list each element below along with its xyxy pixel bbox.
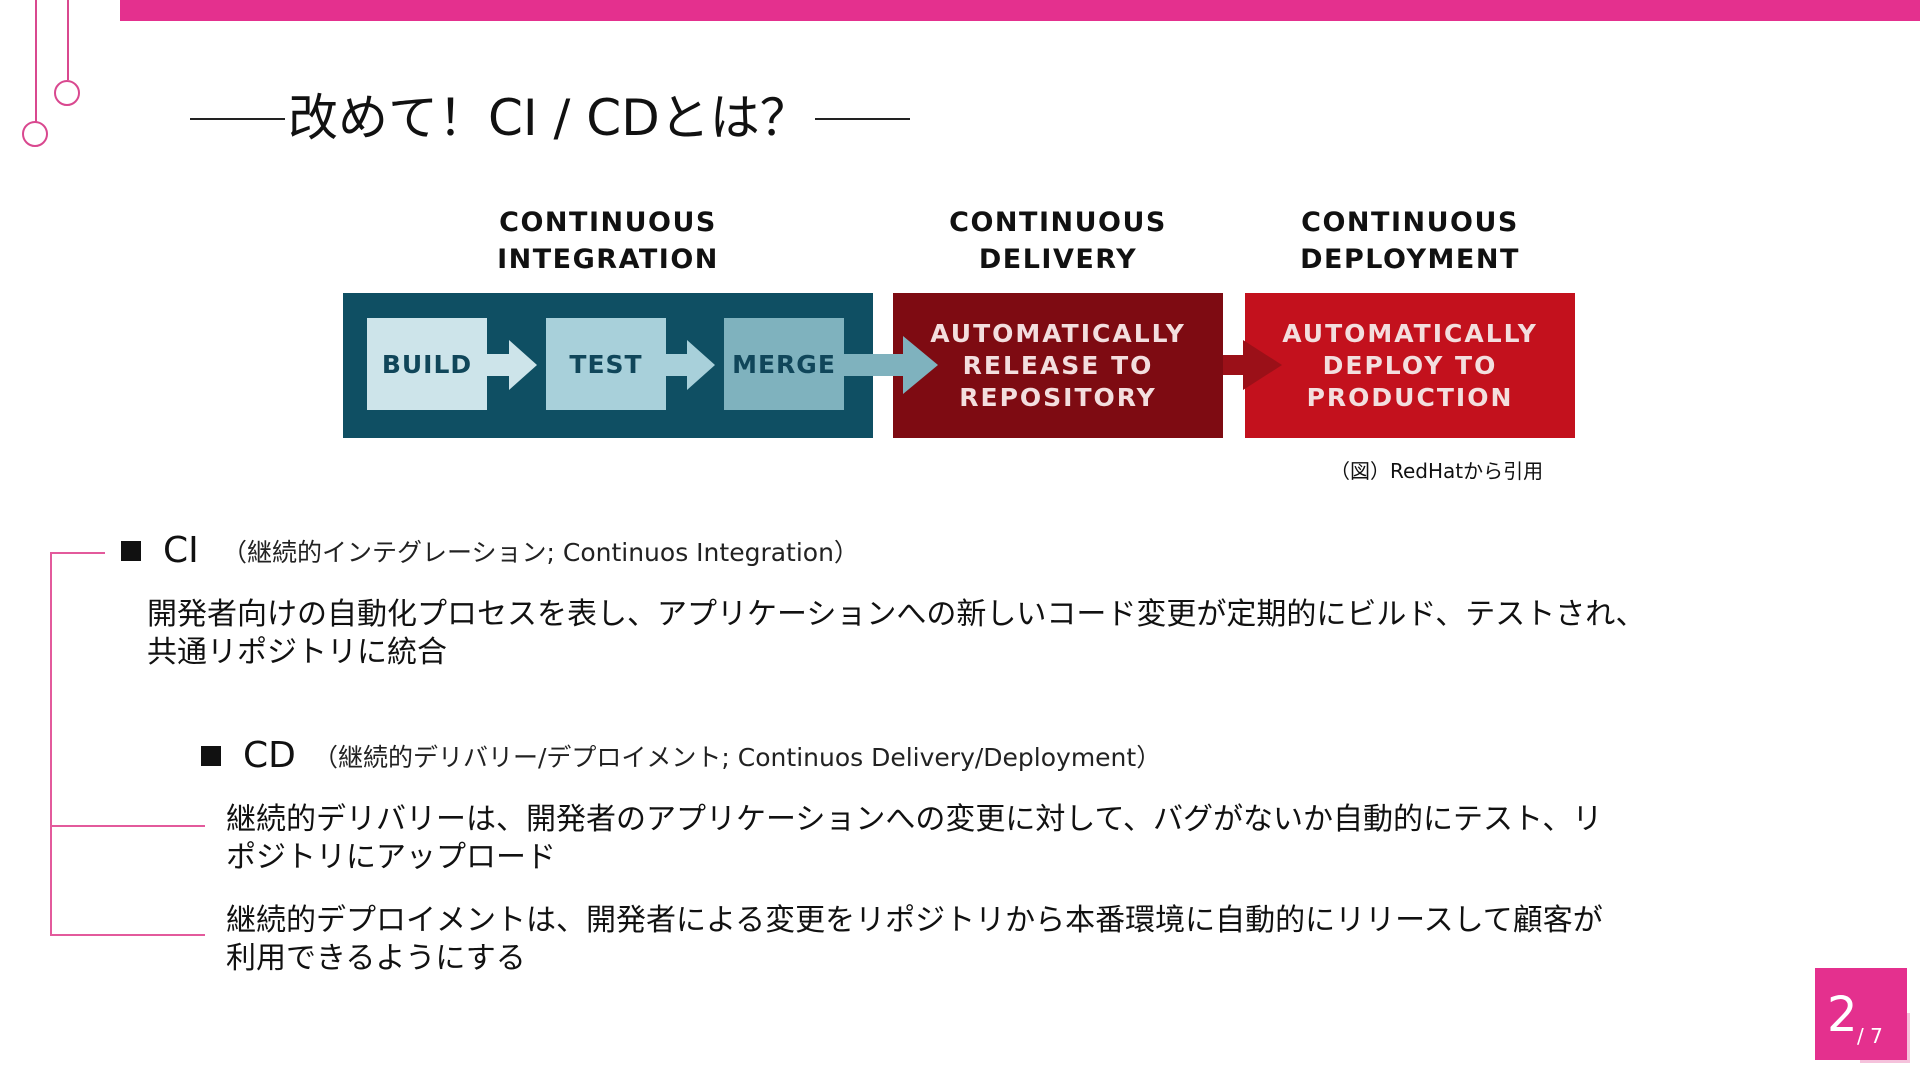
arrow-merge-to-delivery-icon (843, 336, 938, 394)
bracket-delivery (50, 825, 205, 827)
cd-deployment-line1: 継続的デプロイメントは、開発者による変更をリポジトリから本番環境に自動的にリリー… (226, 903, 1603, 938)
ci-label: CI (163, 530, 199, 571)
merge-step: MERGE (724, 318, 844, 410)
ci-bullet (121, 541, 141, 561)
cd-subtitle: （継続的デリバリー/デプロイメント; Continuos Delivery/De… (313, 743, 1162, 772)
figure-credit: （図）RedHatから引用 (1330, 459, 1544, 483)
page-current: 2 (1827, 987, 1858, 1043)
build-step: BUILD (367, 318, 487, 410)
top-accent-bar (120, 0, 1920, 21)
pipeline-arrows-icon (487, 336, 1282, 394)
pin-dot-left-icon (22, 121, 48, 147)
pin-line-right (67, 0, 69, 80)
bracket-deployment (50, 934, 205, 936)
page-counter: 2 / 7 (1815, 968, 1907, 1060)
arrow-test-to-merge-icon (665, 340, 715, 390)
page-total: / 7 (1857, 1024, 1883, 1048)
cd-delivery-line2: ポジトリにアップロード (226, 840, 556, 875)
stage-title-delivery: CONTINUOUS DELIVERY (949, 207, 1167, 275)
cd-deployment-line2: 利用できるようにする (226, 941, 526, 976)
deployment-panel (1245, 293, 1575, 438)
title-rule-left (190, 118, 285, 120)
stage-title-deployment: CONTINUOUS DEPLOYMENT (1300, 207, 1520, 275)
delivery-text: AUTOMATICALLY RELEASE TO REPOSITORY (930, 318, 1186, 412)
title-rule-right (815, 118, 910, 120)
ci-description-line2: 共通リポジトリに統合 (147, 635, 447, 670)
pin-line-left (35, 0, 37, 123)
pin-dot-right-icon (54, 80, 80, 106)
arrow-delivery-to-deployment-icon (1223, 340, 1282, 390)
ci-description-line1: 開発者向けの自動化プロセスを表し、アプリケーションへの新しいコード変更が定期的に… (147, 597, 1646, 632)
cd-delivery-line1: 継続的デリバリーは、開発者のアプリケーションへの変更に対して、バグがないか自動的… (226, 802, 1603, 837)
ci-subtitle: （継続的インテグレーション; Continuos Integration） (222, 538, 859, 567)
delivery-panel (893, 293, 1223, 438)
cd-bullet (201, 746, 221, 766)
arrow-build-to-test-icon (487, 340, 537, 390)
stage-title-integration: CONTINUOUS INTEGRATION (497, 207, 719, 275)
cd-label: CD (243, 735, 296, 776)
bracket-spine (50, 552, 52, 936)
bracket-top (50, 552, 105, 554)
deployment-text: AUTOMATICALLY DEPLOY TO PRODUCTION (1282, 318, 1538, 412)
test-step: TEST (546, 318, 666, 410)
page-title: 改めて！CI / CDとは？ (288, 89, 810, 147)
